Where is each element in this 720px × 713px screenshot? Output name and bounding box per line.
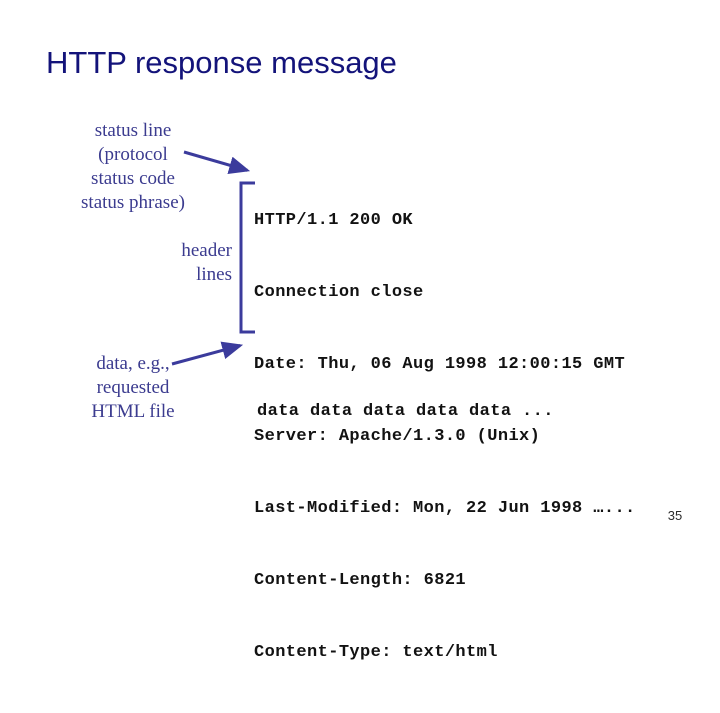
header-lines-bracket [239, 181, 255, 334]
response-entity-body: data data data data data ... [257, 352, 554, 472]
header-lines-label-row-1: header [181, 240, 232, 261]
response-status-line: HTTP/1.1 200 OK [254, 211, 414, 230]
data-label-row-3: HTML file [91, 401, 175, 422]
page-number: 35 [667, 508, 683, 523]
header-lines-label: header lines [120, 239, 232, 287]
page-title: HTTP response message [46, 45, 397, 80]
status-line-label: status line (protocol status code status… [32, 119, 234, 215]
response-header-line-5: Content-Length: 6821 [254, 571, 467, 590]
data-label: data, e.g., requested HTML file [40, 352, 226, 424]
response-header-line-4: Last-Modified: Mon, 22 Jun 1998 …... [254, 499, 636, 518]
data-label-row-2: requested [96, 377, 170, 398]
status-line-label-row-2: (protocol [98, 144, 168, 165]
response-header-line-2: Date: Thu, 06 Aug 1998 12:00:15 GMT [254, 355, 626, 374]
status-line-label-row-3: status code [91, 168, 175, 189]
status-line-label-row-1: status line [94, 120, 172, 141]
header-lines-label-row-2: lines [196, 264, 232, 285]
status-line-label-row-4: status phrase) [81, 192, 185, 213]
response-body-line: data data data data data ... [257, 402, 554, 421]
slide-canvas: HTTP response message status line (proto… [32, 45, 683, 662]
response-header-line-6: Content-Type: text/html [254, 643, 498, 662]
response-header-line-3: Server: Apache/1.3.0 (Unix) [254, 427, 541, 446]
response-header-line-1: Connection close [254, 283, 424, 302]
data-label-row-1: data, e.g., [96, 353, 170, 374]
